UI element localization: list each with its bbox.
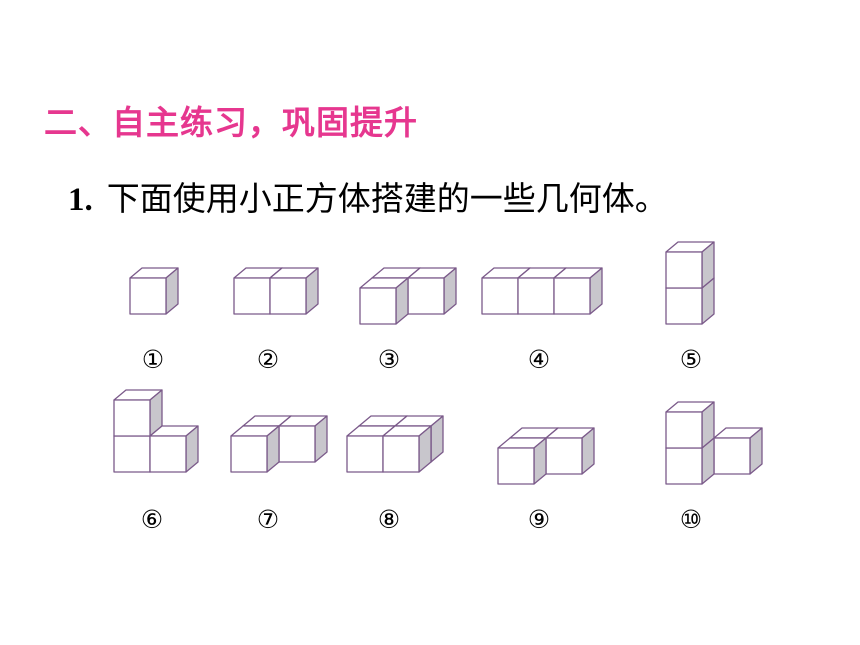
figure-3 [359, 267, 457, 325]
question-number: 1. [68, 182, 93, 218]
question-text: 下面使用小正方体搭建的一些几何体。 [106, 179, 668, 218]
cube-front-face [129, 277, 167, 315]
cube-front-face [497, 447, 535, 485]
cube-front-face [233, 277, 271, 315]
cube-front-face [481, 277, 519, 315]
figure-8 [346, 415, 444, 473]
cube-front-face [346, 435, 384, 473]
cube-front-face [665, 411, 703, 449]
cube-front-face [278, 425, 316, 463]
cube-front-face [113, 399, 151, 437]
cube-front-face [230, 435, 268, 473]
figure-label-8: ⑧ [378, 505, 400, 534]
cube-front-face [113, 435, 151, 473]
cube-front-face [713, 437, 751, 475]
cube-front-face [359, 287, 397, 325]
cube-front-face [382, 435, 420, 473]
figure-4 [481, 267, 603, 315]
figure-label-9: ⑨ [528, 505, 550, 534]
cube-front-face [517, 277, 555, 315]
cube-front-face [665, 251, 703, 289]
cube-front-face [407, 277, 445, 315]
figure-label-5: ⑤ [680, 345, 702, 374]
figure-label-1: ① [142, 345, 164, 374]
figure-label-3: ③ [378, 345, 400, 374]
cube-front-face [665, 447, 703, 485]
cube-front-face [269, 277, 307, 315]
figure-5 [665, 241, 715, 325]
cube-front-face [149, 435, 187, 473]
figure-9 [497, 427, 595, 485]
figure-label-6: ⑥ [141, 505, 163, 534]
cube-front-face [553, 277, 591, 315]
figure-1 [129, 267, 179, 315]
cube-front-face [545, 437, 583, 475]
section-title: 二、自主练习，巩固提升 [44, 103, 418, 142]
figure-label-4: ④ [528, 345, 550, 374]
figure-10 [665, 401, 763, 485]
figure-label-7: ⑦ [257, 505, 279, 534]
figure-label-10: ⑩ [680, 505, 702, 534]
question-line: 1. 下面使用小正方体搭建的一些几何体。 [68, 172, 668, 220]
figure-7 [230, 415, 328, 473]
figure-label-2: ② [257, 345, 279, 374]
figure-2 [233, 267, 319, 315]
cube-front-face [665, 287, 703, 325]
figure-6 [113, 389, 199, 473]
